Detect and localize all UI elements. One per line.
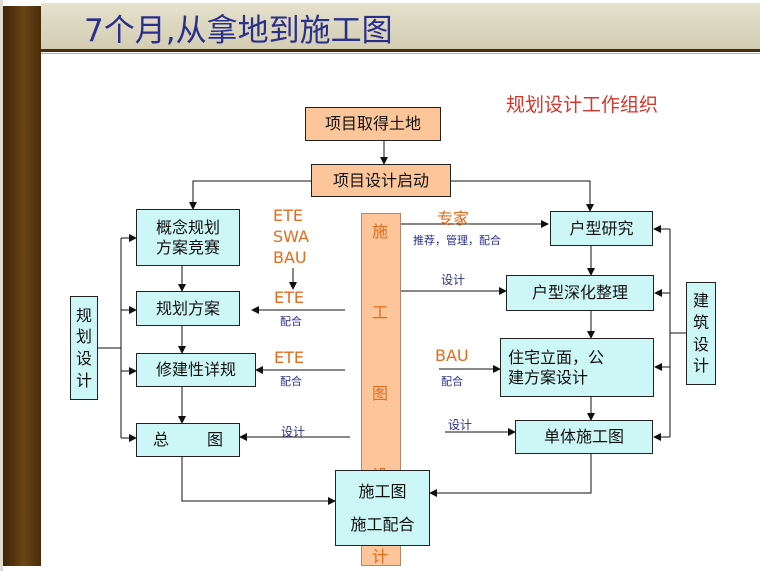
arrow-kickoff-to-concept bbox=[189, 180, 311, 210]
node-facade: 住宅立面，公 建方案设计 bbox=[500, 338, 654, 397]
arrow-single-to-cd bbox=[429, 454, 592, 497]
label-ete-plan-note: 配合 bbox=[280, 315, 302, 328]
node-concept: 概念规划 方案竞赛 bbox=[136, 209, 240, 266]
title-divider bbox=[41, 49, 760, 52]
architecture-char-3: 设 bbox=[692, 334, 709, 354]
title-divider-thin bbox=[41, 53, 760, 54]
label-expert-note: 推荐，管理，配合 bbox=[413, 234, 501, 247]
planning-char-3: 设 bbox=[75, 349, 92, 368]
node-facade-line2: 建方案设计 bbox=[508, 367, 589, 387]
label-design-deepen: 设计 bbox=[441, 273, 466, 287]
label-ete: ETE bbox=[273, 206, 303, 225]
architecture-char-1: 建 bbox=[692, 291, 709, 311]
planning-char-2: 划 bbox=[75, 327, 92, 347]
node-facade-line1: 住宅立面，公 bbox=[508, 347, 605, 367]
node-kickoff: 项目设计启动 bbox=[311, 164, 451, 197]
node-plan: 规划方案 bbox=[136, 291, 240, 326]
label-swa: SWA bbox=[273, 227, 310, 246]
page-title: 7个月,从拿地到施工图 bbox=[84, 13, 393, 49]
label-bau-facade: BAU bbox=[435, 346, 469, 365]
node-master: 总 图 bbox=[136, 423, 240, 457]
label-ete-plan: ETE bbox=[274, 288, 304, 307]
left-brown-bar bbox=[3, 6, 41, 566]
label-ete-detail: ETE bbox=[274, 348, 304, 367]
label-bau-note: 配合 bbox=[441, 375, 463, 388]
label-design-master: 设计 bbox=[281, 425, 306, 439]
construction-char-1: 施 bbox=[372, 222, 389, 241]
arrow-master-to-cd bbox=[181, 457, 336, 505]
node-cd-final-line2: 施工配合 bbox=[350, 514, 415, 534]
title-band bbox=[41, 3, 760, 49]
node-unit-study: 户型研究 bbox=[550, 211, 653, 246]
label-expert: 专家 bbox=[437, 209, 470, 228]
node-single-cd: 单体施工图 bbox=[515, 420, 653, 454]
node-concept-line1: 概念规划 bbox=[155, 217, 220, 237]
node-master-char-a: 总 bbox=[153, 430, 170, 449]
node-cd-final: 施工图 施工配合 bbox=[335, 470, 430, 546]
construction-char-3: 图 bbox=[372, 384, 389, 403]
architecture-char-2: 筑 bbox=[692, 312, 709, 332]
node-concept-line2: 方案竞赛 bbox=[155, 237, 220, 257]
side-label-architecture: 建 筑 设 计 bbox=[686, 282, 716, 385]
node-master-char-b: 图 bbox=[206, 430, 223, 449]
node-cd-final-line1: 施工图 bbox=[358, 481, 407, 501]
label-ete-detail-note: 配合 bbox=[280, 375, 302, 388]
planning-char-4: 计 bbox=[75, 370, 92, 390]
label-design-single: 设计 bbox=[448, 418, 473, 432]
planning-char-1: 规 bbox=[75, 305, 92, 325]
node-land: 项目取得土地 bbox=[305, 107, 441, 141]
left-edge-strip bbox=[0, 0, 3, 571]
arrow-kickoff-to-unit bbox=[451, 180, 594, 212]
construction-char-2: 工 bbox=[372, 303, 389, 322]
node-unit-deepen: 户型深化整理 bbox=[506, 275, 654, 311]
node-detail: 修建性详规 bbox=[136, 353, 256, 387]
construction-char-5: 计 bbox=[372, 547, 389, 566]
diagram-title: 规划设计工作组织 bbox=[506, 94, 659, 116]
architecture-char-4: 计 bbox=[692, 356, 709, 376]
side-label-planning: 规 划 设 计 bbox=[70, 296, 98, 400]
label-bau: BAU bbox=[273, 248, 307, 267]
